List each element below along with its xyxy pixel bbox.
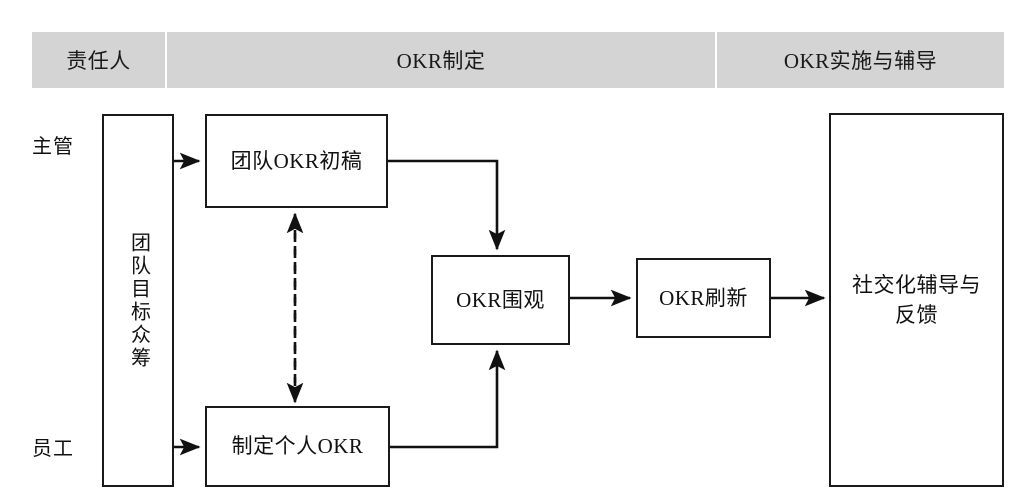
header-cell-okr-execution: OKR实施与辅导 <box>715 32 1004 88</box>
connector-personal-okr-to-okr-review <box>390 349 506 449</box>
lane-label-employee: 员工 <box>32 438 74 460</box>
connector-team-draft-to-okr-review <box>388 159 506 251</box>
header-cell-responsible: 责任人 <box>32 32 165 88</box>
node-team-okr-draft[interactable]: 团队OKR初稿 <box>205 114 388 208</box>
header-band: 责任人 OKR制定 OKR实施与辅导 <box>32 32 1004 88</box>
node-personal-okr[interactable]: 制定个人OKR <box>205 406 390 487</box>
node-okr-review[interactable]: OKR围观 <box>431 255 570 345</box>
node-crowdsource[interactable]: 团队目标众筹 <box>102 114 174 487</box>
node-okr-refresh[interactable]: OKR刷新 <box>636 258 771 338</box>
lane-label-supervisor: 主管 <box>32 136 74 158</box>
header-cell-okr-planning: OKR制定 <box>165 32 715 88</box>
node-social-coaching[interactable]: 社交化辅导与反馈 <box>829 113 1004 487</box>
